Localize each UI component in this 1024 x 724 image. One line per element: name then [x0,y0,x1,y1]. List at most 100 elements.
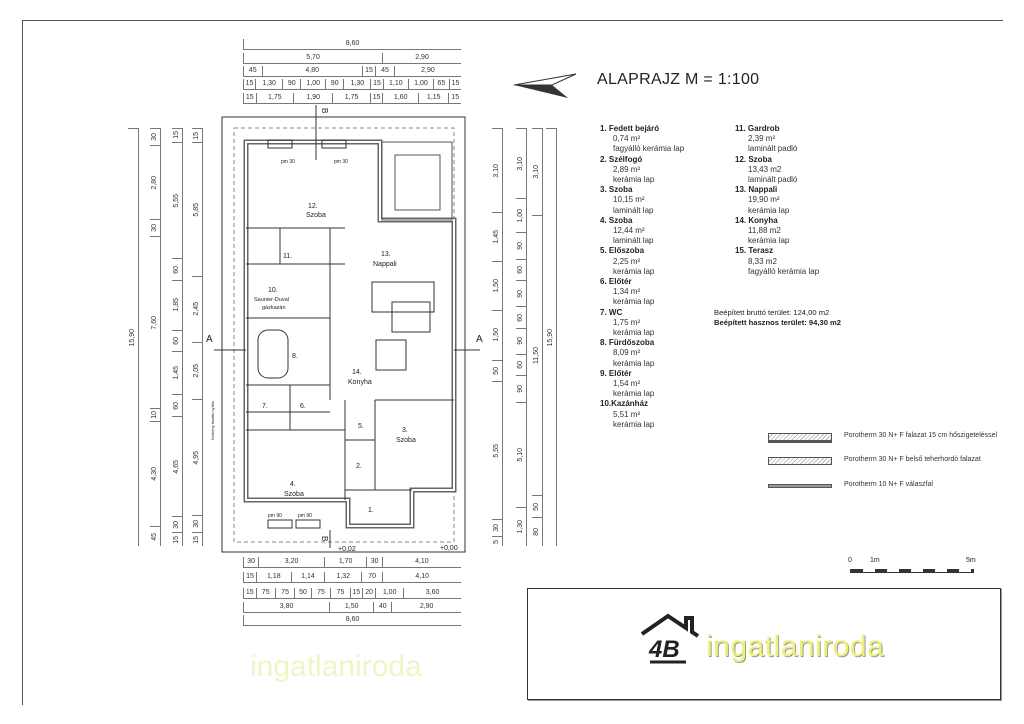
room-floor: laminált lap [613,236,654,246]
room-area: 11,88 m2 [748,226,781,236]
dimension-value: 4,30 [150,421,160,526]
dimension-value: 60 [516,306,526,327]
dimension-value: 1,50 [492,260,502,310]
net-area: Beépített hasznos terület: 94,30 m2 [714,318,842,327]
room-name: 3. Szoba [600,185,633,195]
dimension-value: 1,18 [256,572,290,582]
room-label: Szoba [306,212,326,219]
area-summary: Beépített bruttó terület: 124,00 m2 Beép… [714,308,841,328]
dimension-value: 3,80 [243,602,329,612]
dimension-value: 11,50 [532,214,542,495]
dimension-value: 1,14 [290,572,325,582]
dimension-value: 4,95 [192,399,202,515]
dimension-value: 90 [325,79,343,89]
scale-mid: 1m [870,557,880,564]
dimension-value: 4,65 [172,415,182,516]
dimension-value: 1,60 [382,93,418,103]
section-b-top: B [320,108,329,113]
dimension-value: 15 [243,588,256,598]
room-floor: kerámia lap [613,419,655,429]
dimension-value: 60 [516,258,526,280]
dimension-value: 80 [532,517,542,546]
plan-title: ALAPRAJZ M = 1:100 [597,71,760,88]
room-area: 8,09 m² [613,348,641,358]
window-label: pm 90 [298,513,312,519]
legend-text: Porotherm 10 N+ F válaszfal [844,481,933,488]
dimension-value: 1,75 [332,93,369,103]
room-name: 1. Fedett bejáró [600,124,660,133]
dimension-value: 1,30 [516,506,526,546]
dimension-value: 30 [243,557,258,567]
dimension-value: 3,60 [403,588,461,598]
room-name: 6. Előtér [600,277,632,287]
room-label: 12. [308,203,318,210]
dimension-value: 1,50 [492,310,502,359]
dimension-value: 60 [516,354,526,375]
room-name: 8. Fürdőszoba [600,338,655,348]
dimension-value: 15,90 [128,128,138,546]
dimension-value: 30 [366,557,381,567]
dimension-value: 30 [172,516,182,532]
room-area: 5,51 m² [613,409,641,419]
dimension-value: 15 [370,79,382,89]
elevation-label: +0,00 [440,545,458,552]
logo-box [527,588,1001,700]
gross-area: Beépített bruttó terület: 124,00 m2 [714,308,830,317]
room-floor: fagyálló kerámia lap [748,266,820,276]
room-name: 5. Előszoba [600,246,645,256]
room-label: 4. [290,481,296,488]
room-floor: kerámia lap [613,328,655,338]
dimension-value: 15 [243,79,255,89]
dimension-value: 15 [243,572,256,582]
section-a-left: A [206,334,213,345]
dimension-column: 15,90 [546,128,557,546]
room-floor: fagyálló kerámia lap [613,144,685,154]
dimension-row: 8,60 [243,39,461,50]
room-name: 4. Szoba [600,215,633,225]
room-label: 7. [262,403,268,410]
room-name: 7. WC [600,307,623,317]
dimension-value: 65 [432,79,449,89]
elevation-label: +0,02 [338,546,356,553]
room-area: 1,34 m² [613,287,641,297]
dimension-value: 1,10 [382,79,409,89]
dimension-value: 45 [150,525,160,546]
dimension-value: 90 [282,79,300,89]
dimension-value: 1,30 [343,79,370,89]
room-label: 10. [268,287,278,294]
room-floor: kerámia lap [613,175,655,185]
dimension-value: 5,70 [243,53,382,63]
dimension-value: 50 [532,494,542,517]
window-label: pm 90 [268,513,282,519]
dimension-value: 7,60 [150,235,160,408]
dimension-value: 8,60 [243,39,461,49]
dimension-value: 1,75 [255,93,293,103]
dimension-value: 50 [492,359,502,382]
room-floor: laminált padló [748,175,798,185]
dimension-value: 20 [362,588,375,598]
dimension-value: 1,00 [408,79,433,89]
dimension-value: 30 [192,515,202,532]
dimension-value: 2,80 [150,144,160,219]
room-label: gázkazán [262,305,286,311]
dimension-value: 75 [330,588,349,598]
room-name: 11. Gardrob [735,124,780,133]
dimension-value: 1,15 [418,93,448,103]
dimension-value: 5,55 [172,141,182,259]
dimension-value: 1,30 [255,79,282,89]
room-floor: kerámia lap [613,297,655,307]
dimension-value: 1,32 [324,572,361,582]
room-name: 12. Szoba [735,154,772,164]
room-floor: kerámia lap [748,205,790,215]
dimension-value: 90 [516,327,526,354]
room-area: 0,74 m² [613,134,641,144]
room-label: 3. [402,427,408,434]
